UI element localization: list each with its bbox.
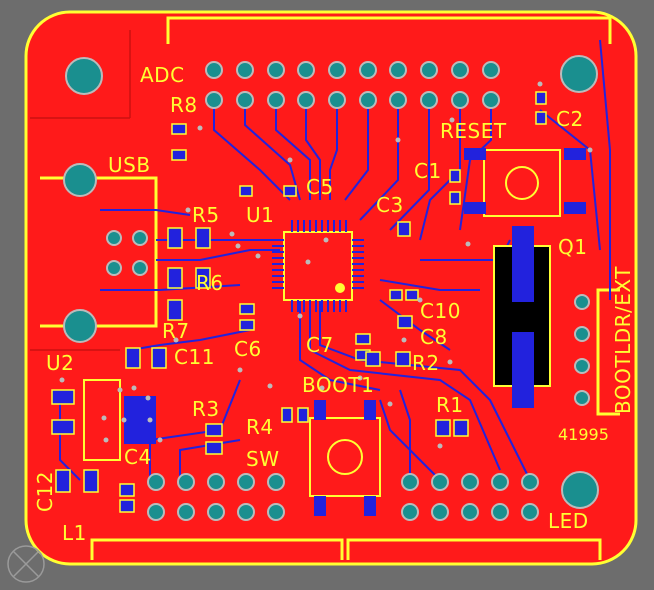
top-header-pins <box>205 61 500 109</box>
bottom-connector-outline-left <box>90 538 344 560</box>
vias <box>59 81 593 449</box>
usb-pins <box>106 230 148 276</box>
label-usb: USB <box>108 153 151 177</box>
label-q1: Q1 <box>558 235 587 259</box>
label-r2: R2 <box>412 351 440 375</box>
label-u1: U1 <box>246 203 274 227</box>
boot1-switch <box>309 400 381 516</box>
label-r6: R6 <box>196 271 224 295</box>
label-boot1: BOOT1 <box>302 373 374 397</box>
q1-transistor <box>493 226 551 408</box>
label-reset: RESET <box>440 119 507 143</box>
mounting-hole <box>65 57 103 95</box>
label-code: 41995 <box>558 425 609 444</box>
label-adc: ADC <box>140 63 185 87</box>
label-sw: SW <box>246 447 279 471</box>
passives <box>51 91 547 513</box>
top-connector-outline <box>166 16 612 44</box>
label-c10: C10 <box>420 299 461 323</box>
label-c3: C3 <box>376 193 404 217</box>
label-r3: R3 <box>192 397 220 421</box>
label-c5: C5 <box>306 175 334 199</box>
mounting-hole <box>561 471 599 509</box>
label-r7: R7 <box>162 319 190 343</box>
bottom-connector-outline-right <box>346 538 602 560</box>
label-c6: C6 <box>234 337 262 361</box>
label-bootldr: BOOTLDR/EXT <box>611 266 635 414</box>
usb-mount-hole <box>63 163 97 197</box>
usb-mount-hole <box>63 309 97 343</box>
origin-marker <box>7 545 45 583</box>
usb-outline <box>40 176 158 328</box>
label-c2: C2 <box>556 107 584 131</box>
label-l1: L1 <box>62 521 87 545</box>
label-r1: R1 <box>436 393 464 417</box>
label-r5: R5 <box>192 203 220 227</box>
label-c11: C11 <box>174 345 215 369</box>
reset-switch <box>464 148 586 217</box>
bottom-header-pins-right <box>401 473 539 521</box>
label-c7: C7 <box>306 333 334 357</box>
label-c1: C1 <box>414 159 442 183</box>
label-c8: C8 <box>420 325 448 349</box>
label-c4: C4 <box>124 445 152 469</box>
label-u2: U2 <box>46 351 74 375</box>
label-c12: C12 <box>33 471 57 512</box>
label-r8: R8 <box>170 93 198 117</box>
label-r4: R4 <box>246 415 274 439</box>
u1-chip <box>272 220 364 312</box>
label-led: LED <box>548 509 589 533</box>
right-header-pins <box>574 294 590 406</box>
traces <box>59 39 611 481</box>
mounting-hole <box>560 55 598 93</box>
bottom-header-pins-left <box>147 473 285 521</box>
